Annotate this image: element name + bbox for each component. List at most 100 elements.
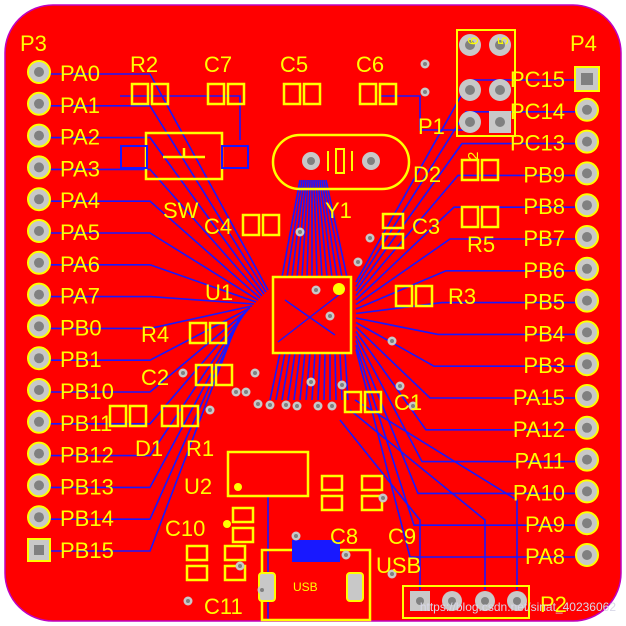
via (253, 399, 263, 409)
p3-pin-pa5 (27, 219, 51, 243)
p4-pin-labels: PC15PC14PC13PB9PB8PB7PB6PB5PB4PB3PA15PA1… (510, 67, 565, 569)
p4-pin-pa10 (575, 479, 599, 504)
crystal-y1 (271, 133, 411, 191)
trace (50, 309, 249, 393)
p4-pin-pc14 (575, 97, 599, 122)
footprint-c1 (343, 390, 383, 414)
p4-pin-label: PB4 (523, 321, 565, 346)
pin1-marker (333, 283, 345, 295)
footprint-c10 (231, 506, 255, 544)
p3-pin-label: PA1 (60, 93, 100, 118)
p3-pin-label: PA0 (60, 61, 100, 86)
label-r4: R4 (141, 322, 169, 347)
footprint-c2 (194, 363, 234, 387)
trace (50, 295, 255, 305)
footprint-c4 (241, 213, 281, 237)
label-c2: C2 (141, 365, 169, 390)
footprint-r2 (130, 82, 170, 106)
header-p2-designator: P2 (540, 592, 567, 617)
via (313, 401, 323, 411)
label-u1: U1 (205, 280, 233, 305)
trace (50, 232, 259, 301)
label-r5: R5 (467, 232, 495, 257)
p4-pin-label: PC14 (510, 99, 565, 124)
trace (321, 179, 338, 278)
trace (281, 352, 291, 401)
label-r2: R2 (130, 52, 158, 77)
trace (339, 352, 343, 401)
via (337, 380, 347, 390)
trace (120, 95, 241, 140)
label-c5: C5 (280, 52, 308, 77)
p3-pin-pb10 (27, 378, 51, 402)
trace (287, 352, 296, 401)
p1-pin (489, 34, 511, 56)
trace (355, 270, 575, 310)
p3-pin-label: PB13 (60, 474, 114, 499)
trace (355, 335, 575, 463)
via (295, 227, 305, 237)
footprint-c7 (206, 82, 246, 106)
p4-pin-label: PA12 (513, 417, 565, 442)
silkscreen-labels: P3 P4 P1 P2 6 5 2 R2 C7 C5 C6 SW Y1 D2 C… (20, 31, 597, 619)
via (353, 257, 363, 267)
p4-pin-pb9 (575, 161, 599, 186)
trace (355, 142, 575, 292)
trace (334, 352, 337, 401)
p3-pin-pb12 (27, 441, 51, 466)
trace (305, 352, 311, 401)
p4-pin-pb8 (575, 193, 599, 218)
label-r1: R1 (186, 436, 214, 461)
p3-pin-label: PA7 (60, 284, 100, 309)
trace (50, 73, 269, 291)
label-c8: C8 (330, 524, 358, 549)
p3-pin-label: PB12 (60, 443, 114, 468)
via (327, 401, 337, 411)
p1-pin-label-6: 6 (465, 37, 482, 45)
p3-pin-pb13 (27, 473, 51, 498)
via (341, 550, 351, 560)
p2-pin (507, 591, 527, 611)
via (178, 368, 188, 378)
crystal-pad (302, 152, 320, 170)
trace (354, 399, 518, 590)
trace (50, 200, 261, 299)
p3-pin-pa6 (27, 250, 51, 275)
p4-pin-pa15 (575, 384, 599, 408)
p4-pin-label: PA8 (525, 544, 565, 569)
p3-pin-pa1 (27, 91, 51, 116)
via (231, 387, 241, 397)
via (306, 377, 316, 387)
switch-sw (120, 131, 249, 181)
p2-pin (475, 591, 495, 611)
via (378, 493, 388, 503)
trace (306, 179, 311, 278)
p4-pin-pc15 (574, 66, 600, 92)
via (281, 400, 291, 410)
trace (355, 349, 575, 558)
p4-pin-pa11 (575, 447, 599, 472)
footprint-c11b (223, 544, 247, 582)
footprint-c6 (358, 82, 398, 106)
label-d2: D2 (413, 162, 441, 187)
p1-pin (459, 111, 481, 133)
trace (293, 352, 301, 401)
p4-pin-pa9 (575, 511, 599, 536)
p1-pin-label-5: 5 (495, 37, 512, 45)
p4-pin-label: PA15 (513, 385, 565, 410)
via (265, 400, 275, 410)
p4-pin-label: PB6 (523, 258, 565, 283)
p4-pin-label: PB8 (523, 194, 565, 219)
via (365, 233, 375, 243)
trace (50, 313, 245, 457)
trace (355, 321, 575, 367)
trace (355, 326, 575, 399)
trace (275, 352, 286, 401)
p4-pin-pb3 (575, 352, 599, 377)
footprint-c9 (360, 474, 384, 512)
watermark: https://blog.csdn.net/sinat_40236062 (419, 600, 616, 614)
p3-pin-pa2 (27, 123, 51, 148)
trace (317, 352, 321, 401)
trace (355, 206, 575, 301)
trace (355, 174, 575, 297)
